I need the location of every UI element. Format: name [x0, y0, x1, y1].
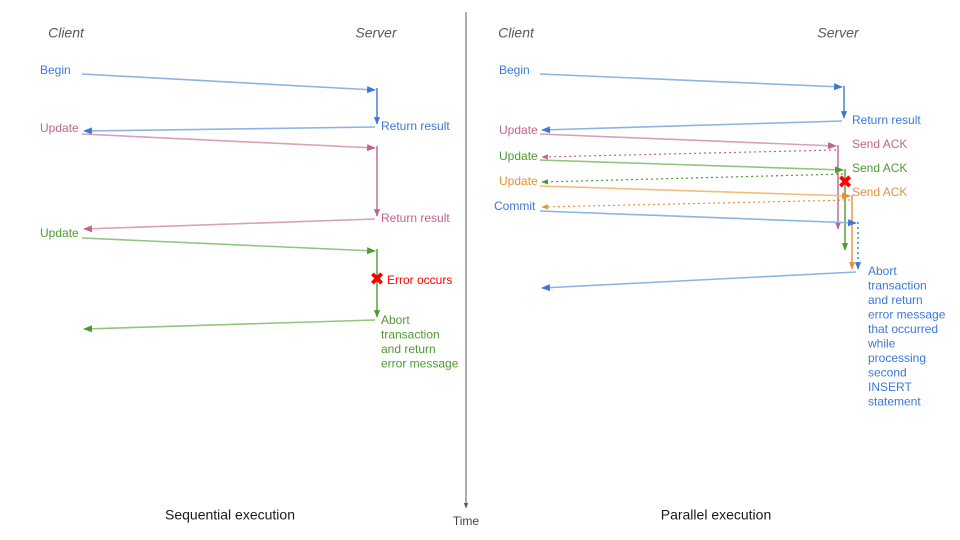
request-arrow [81, 133, 376, 152]
note-line: while [867, 337, 896, 351]
actor-label-server: Server [817, 25, 860, 41]
note-line: transaction [868, 279, 927, 293]
note-line: error message [381, 357, 459, 371]
note-line: Abort [868, 264, 897, 278]
message-update-2: Update [40, 226, 381, 333]
request-arrow [539, 185, 851, 200]
error-x-icon: ✖ [837, 172, 852, 192]
note-line: Abort [381, 313, 410, 327]
request-arrow [539, 159, 844, 174]
message-label-update-2: Update [499, 149, 538, 163]
message-label-update-1: Update [40, 121, 79, 135]
response-arrow [83, 218, 376, 233]
reply-label-update-2: Send ACK [852, 161, 907, 175]
message-label-update-2: Update [40, 226, 79, 240]
response-arrow [83, 319, 376, 333]
panel-caption: Sequential execution [165, 507, 295, 523]
message-label-commit: Commit [494, 199, 536, 213]
note-line: error message [868, 308, 946, 322]
note-line: second [868, 366, 907, 380]
request-arrow [81, 73, 376, 94]
response-arrow [541, 271, 857, 292]
note-line: and return [868, 293, 923, 307]
actor-label-client: Client [48, 25, 85, 41]
actor-label-server: Server [355, 25, 398, 41]
note-line: statement [868, 395, 921, 409]
reply-label-update-1: Send ACK [852, 137, 907, 151]
time-axis-label: Time [453, 514, 480, 528]
response-arrow [541, 149, 837, 160]
message-label-update-3: Update [499, 174, 538, 188]
error-x-icon: ✖ [369, 269, 384, 289]
panel-caption: Parallel execution [661, 507, 772, 523]
message-commit: Commit [494, 199, 862, 292]
note-line: transaction [381, 328, 440, 342]
request-arrow [539, 73, 843, 91]
message-label-update-1: Update [499, 123, 538, 137]
note-line: processing [868, 351, 926, 365]
note-line: that occurred [868, 322, 938, 336]
reply-label-begin: Return result [381, 119, 450, 133]
request-arrow [539, 133, 837, 150]
response-arrow [541, 173, 844, 185]
time-axis-layer: Time [453, 12, 480, 528]
note-line: and return [381, 342, 436, 356]
message-label-begin: Begin [499, 63, 530, 77]
note-line: INSERT [868, 380, 912, 394]
reply-label-update-3: Send ACK [852, 185, 907, 199]
response-arrow [83, 126, 376, 135]
message-label-begin: Begin [40, 63, 71, 77]
error-label: Error occurs [387, 273, 452, 287]
response-arrow [541, 120, 843, 134]
request-arrow [539, 210, 857, 227]
actor-label-client: Client [498, 25, 535, 41]
reply-label-update-1: Return result [381, 211, 450, 225]
request-arrow [81, 237, 376, 255]
reply-label-begin: Return result [852, 113, 921, 127]
response-arrow [541, 199, 851, 210]
